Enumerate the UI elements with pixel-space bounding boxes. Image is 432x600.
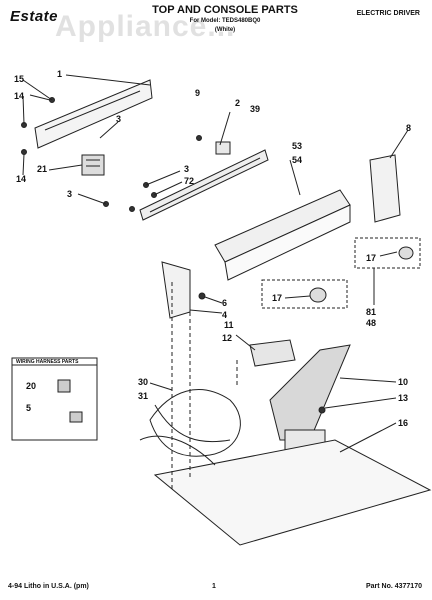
left-end-cap [161,261,191,319]
wiring-box-title: WIRING HARNESS PARTS [16,359,79,365]
bracket [215,141,231,155]
callout-15: 15 [14,74,24,84]
callout-5: 5 [26,403,31,413]
callout-3: 3 [116,114,121,124]
callout-48: 48 [366,318,376,328]
litho-note: 4-94 Litho in U.S.A. (pm) [8,583,89,590]
callout-17: 17 [272,293,282,303]
callout-2: 2 [235,98,240,108]
watermark-text: Appliance... [55,10,236,43]
callout-4: 4 [222,310,227,320]
callout-9: 9 [195,88,200,98]
callout-14: 14 [14,91,24,101]
color-line: (White) [214,27,236,33]
callout-21: 21 [37,164,47,174]
callout-11: 11 [224,320,234,330]
callout-12: 12 [222,333,232,343]
callout-14: 14 [16,174,26,184]
lint-screen [249,339,296,367]
callout-31: 31 [138,391,148,401]
callout-16: 16 [398,418,408,428]
callout-10: 10 [398,377,408,387]
callout-3: 3 [67,189,72,199]
callout-17: 17 [366,253,376,263]
page-number: 1 [212,583,216,590]
exhaust-duct [269,344,351,441]
wiring-harness [149,389,241,457]
console-end-cap [369,154,401,223]
callout-1: 1 [57,69,62,79]
wiring-parts-box [11,357,98,441]
callout-72: 72 [184,176,194,186]
callout-54: 54 [292,155,302,165]
callout-30: 30 [138,377,148,387]
model-line: For Model: TEDS480BQ0 [189,18,261,24]
cabinet-top [153,439,432,546]
callout-81: 81 [366,307,376,317]
callout-3: 3 [184,164,189,174]
terminal-block [81,154,105,176]
part-number: Part No. 4377170 [365,583,422,590]
doc-type: ELECTRIC DRIVER [356,10,420,17]
callout-13: 13 [398,393,408,403]
callout-53: 53 [292,141,302,151]
callout-39: 39 [250,104,260,114]
brand-logo: Estate [10,8,59,25]
callout-20: 20 [26,381,36,391]
page-title: TOP AND CONSOLE PARTS [152,4,298,16]
callout-8: 8 [406,123,411,133]
callout-6: 6 [222,298,227,308]
rear-panel [34,79,153,149]
